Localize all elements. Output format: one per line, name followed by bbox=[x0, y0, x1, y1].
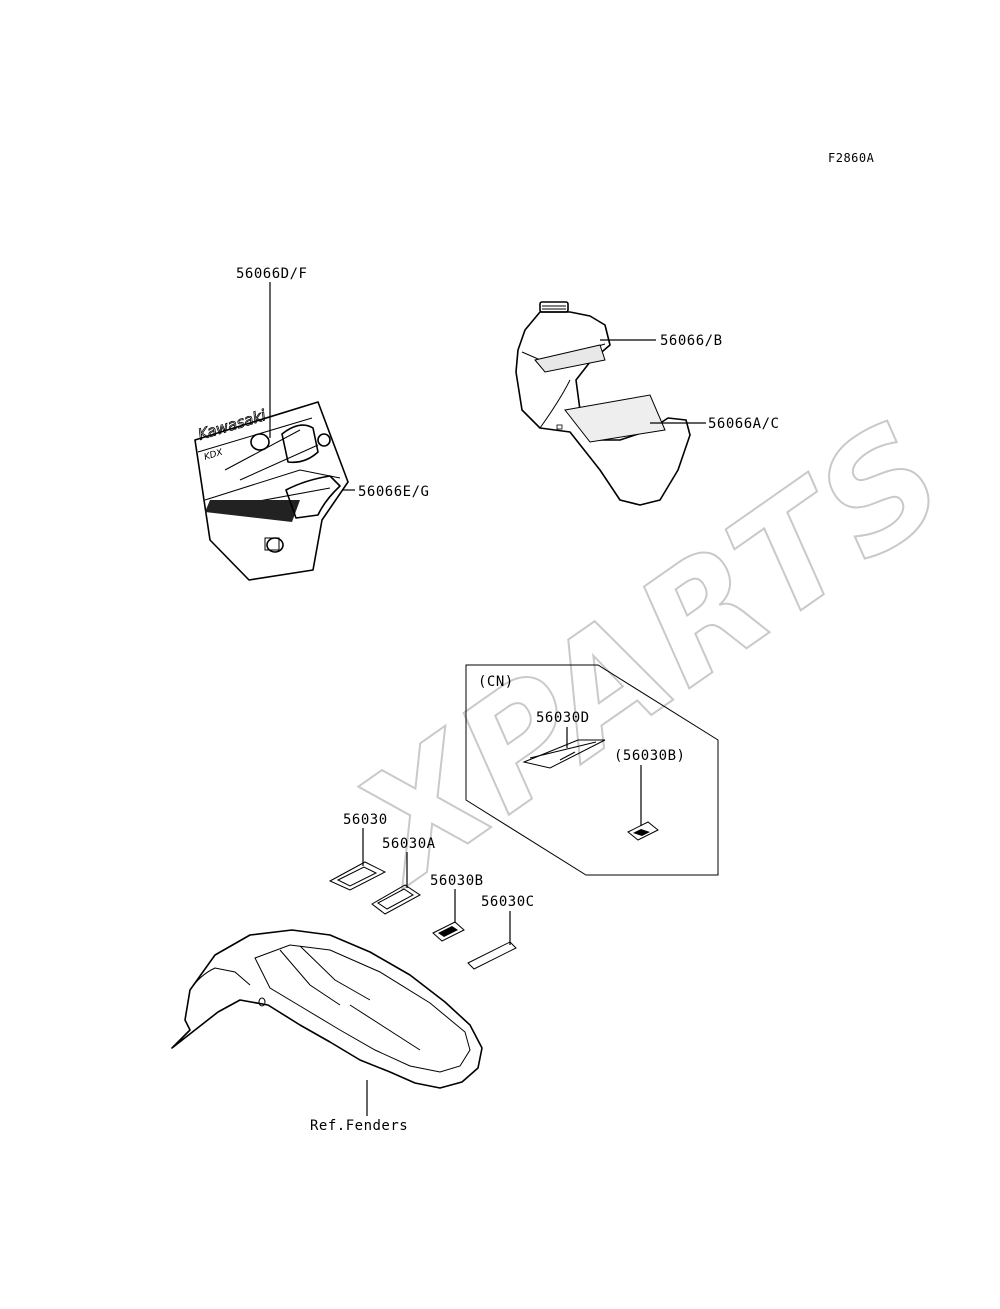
radiator-shroud-drawing: Kawasaki KDX bbox=[194, 401, 349, 581]
callout-56030c: 56030C bbox=[481, 894, 535, 910]
rear-fender-drawing bbox=[171, 929, 483, 1089]
callout-tank-upper: 56066/B bbox=[660, 333, 723, 349]
figure-code: F2860A bbox=[828, 151, 875, 165]
callout-tank-lower: 56066A/C bbox=[708, 416, 779, 432]
callout-56030b: 56030B bbox=[430, 873, 484, 889]
fuel-tank-drawing bbox=[515, 301, 691, 506]
callout-shroud-upper: 56066D/F bbox=[236, 266, 307, 282]
svg-text:Kawasaki: Kawasaki bbox=[196, 406, 269, 444]
callout-56030a: 56030A bbox=[382, 836, 436, 852]
labels-drawing bbox=[328, 861, 517, 970]
callout-56030: 56030 bbox=[343, 812, 388, 828]
callout-ref-fenders: Ref.Fenders bbox=[310, 1118, 408, 1134]
callout-inset-56030d: 56030D bbox=[536, 710, 590, 726]
inset-region-label: (CN) bbox=[478, 674, 514, 690]
callout-shroud-lower: 56066E/G bbox=[358, 484, 429, 500]
callout-inset-56030b: (56030B) bbox=[614, 748, 685, 764]
cn-inset-panel bbox=[465, 664, 719, 876]
